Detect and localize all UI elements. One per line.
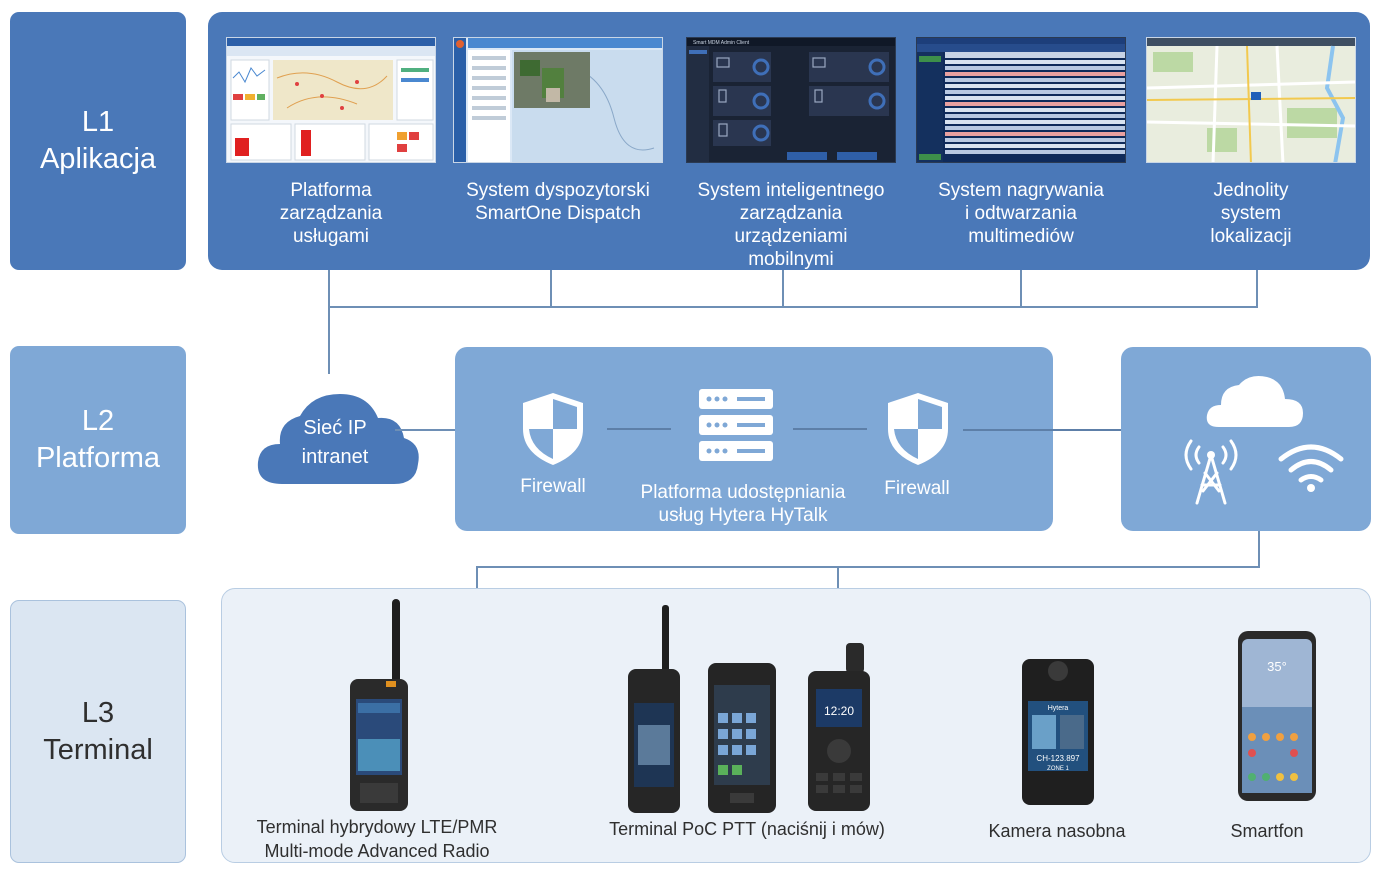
connector-line: [476, 566, 1260, 568]
shield-icon: [888, 393, 948, 465]
app-mdm: Smart MDM Admin Client: [686, 37, 896, 270]
cloud-icon: [257, 394, 419, 484]
connector-line: [1256, 270, 1258, 308]
platform-layer-panel: Firewall Platforma udostępniania usług H…: [455, 347, 1053, 531]
smartphone-device: 35°: [1238, 631, 1316, 801]
camera-zone: ZONE 1: [1047, 766, 1069, 772]
app-service-management-title: Platforma zarządzania usługami: [279, 180, 383, 247]
app-recording-title: System nagrywania i odtwarzania multimed…: [938, 180, 1104, 247]
connector-line: [1258, 531, 1260, 567]
connector-line: [550, 270, 552, 308]
connector-line: [837, 566, 839, 608]
radio-tower-icon: [1184, 439, 1238, 505]
app-recording: System nagrywania i odtwarzania multimed…: [916, 37, 1126, 247]
recording-row: [945, 126, 1125, 130]
connector-line: [476, 566, 478, 608]
layer-code: L3: [81, 696, 115, 729]
wifi-icon: [1278, 444, 1344, 492]
recording-row: [945, 108, 1125, 112]
camera-channel: CH-123.897: [1036, 754, 1080, 763]
connector-line: [328, 306, 1258, 308]
layer-name: Terminal: [43, 733, 153, 766]
app-dispatch-title: System dyspozytorski SmartOne Dispatch: [466, 180, 650, 224]
connector-line: [395, 429, 493, 431]
recording-row: [945, 120, 1125, 124]
wireless-access-panel: [1121, 347, 1371, 531]
cloud-icon: [1206, 376, 1303, 427]
poc-smartphone-device: [708, 663, 776, 813]
hybrid-terminal-label: Terminal hybrydowy LTE/PMR Multi-mode Ad…: [256, 817, 498, 861]
layer-l1-label: L1 Aplikacja: [10, 12, 186, 270]
camera-brand: Hytera: [1048, 705, 1069, 712]
recording-row: [945, 84, 1125, 88]
shield-icon: [523, 393, 583, 465]
service-management-screenshot: [226, 37, 436, 163]
firewall-right-label: Firewall: [884, 478, 950, 499]
layer-code: L1: [81, 106, 115, 138]
recording-row: [945, 78, 1125, 82]
phone-weather: 35°: [1267, 659, 1287, 674]
poc-terminal-label: Terminal PoC PTT (naciśnij i mów): [609, 819, 885, 839]
recording-row: [945, 144, 1125, 148]
app-service-management: Platforma zarządzania usługami: [226, 37, 436, 247]
hybrid-radio-device: [350, 599, 408, 811]
connector-line: [963, 429, 1177, 431]
phone-clock: 12:20: [824, 704, 854, 718]
firewall-left-label: Firewall: [520, 476, 586, 497]
recording-row: [945, 66, 1125, 70]
recording-row: [945, 60, 1125, 64]
connector-line: [607, 428, 671, 430]
dispatch-screenshot: [453, 37, 663, 163]
connector-line: [782, 270, 784, 308]
app-mdm-title: System inteligentnego zarządzania urządz…: [697, 180, 885, 270]
layer-code: L2: [81, 405, 115, 437]
layer-name: Aplikacja: [39, 143, 157, 175]
recording-row: [945, 138, 1125, 142]
body-camera-device: Hytera CH-123.897 ZONE 1: [1022, 659, 1094, 805]
server-icon: [699, 389, 773, 461]
connector-line: [1020, 270, 1022, 308]
app-dispatch: System dyspozytorski SmartOne Dispatch: [453, 37, 663, 224]
smartphone-label: Smartfon: [1230, 821, 1304, 841]
recording-screenshot: [916, 37, 1126, 163]
recording-row: [945, 96, 1125, 100]
app-location: Jednolity system lokalizacji: [1146, 37, 1356, 247]
mdm-screenshot: Smart MDM Admin Client: [686, 37, 896, 163]
terminal-layer-panel: Terminal hybrydowy LTE/PMR Multi-mode Ad…: [221, 588, 1371, 863]
poc-keypad-radio-device: 12:20: [808, 643, 870, 811]
layer-l3-label: L3 Terminal: [10, 600, 186, 863]
ip-network-label: Sieć IP intranet: [301, 417, 369, 468]
application-layer-panel: Platforma zarządzania usługami: [208, 12, 1370, 270]
poc-radio-device: [628, 605, 680, 813]
connector-line: [793, 428, 867, 430]
body-camera-label: Kamera nasobna: [988, 821, 1126, 841]
mdm-window-title: Smart MDM Admin Client: [693, 40, 750, 46]
recording-row: [945, 72, 1125, 76]
recording-row: [945, 114, 1125, 118]
recording-row: [945, 90, 1125, 94]
recording-row: [945, 150, 1125, 154]
hytalk-platform-label: Platforma udostępniania usług Hytera HyT…: [640, 482, 846, 526]
recording-row: [945, 102, 1125, 106]
map-screenshot: [1146, 37, 1356, 163]
app-location-title: Jednolity system lokalizacji: [1210, 180, 1292, 247]
layer-l2-label: L2 Platforma: [10, 346, 186, 534]
recording-row: [945, 132, 1125, 136]
layer-name: Platforma: [35, 442, 161, 474]
connector-line: [328, 270, 330, 374]
